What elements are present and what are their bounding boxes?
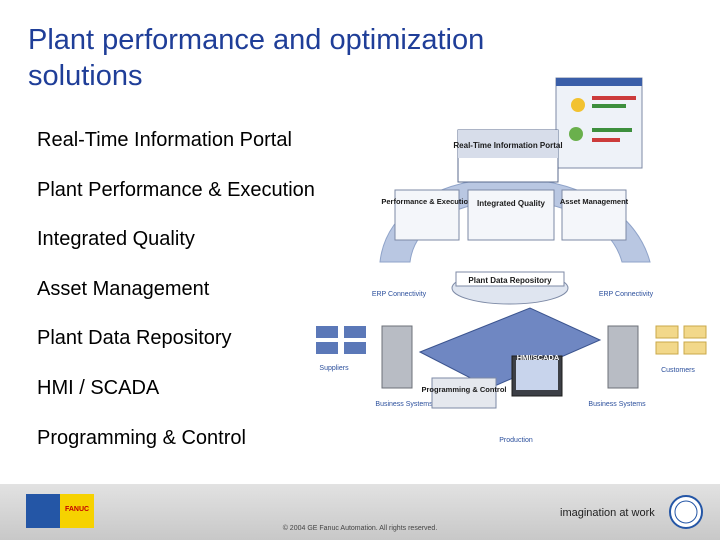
business-systems-label-left: Business Systems xyxy=(375,401,433,408)
copyright-text: © 2004 GE Fanuc Automation. All rights r… xyxy=(282,525,438,532)
tagline: imagination at work xyxy=(560,507,655,519)
hmi-label: HMI/SCADA xyxy=(517,353,560,362)
slide-title: Plant performance and optimization solut… xyxy=(28,24,485,92)
supplier-box xyxy=(316,342,338,354)
pie-thumbnail xyxy=(569,127,583,141)
bullet-item: Real-Time Information Portal xyxy=(37,129,292,151)
architecture-diagram: Real-Time Information Portal Performance… xyxy=(316,77,707,444)
customer-box xyxy=(655,325,679,339)
supplier-box xyxy=(316,326,338,338)
production-floor xyxy=(418,307,602,389)
fanuc-logo-text: FANUC xyxy=(64,506,90,513)
business-systems-label-right: Business Systems xyxy=(588,401,646,408)
bullet-item: Plant Performance & Execution xyxy=(37,178,315,201)
customers-label: Customers xyxy=(661,367,695,374)
suppliers-label: Suppliers xyxy=(319,365,349,372)
plc-unit xyxy=(431,377,497,409)
repository-label-bg xyxy=(455,271,565,287)
portal-screenshot-header xyxy=(556,78,642,86)
asset-label: Asset Management xyxy=(560,197,629,206)
production-label: Production xyxy=(499,437,533,444)
quality-box xyxy=(467,189,555,241)
ge-logo xyxy=(26,494,60,528)
hmi-screen-content xyxy=(516,360,558,390)
bullet-item: Integrated Quality xyxy=(37,228,195,251)
customer-box xyxy=(683,325,707,339)
ge-monogram-icon xyxy=(669,495,703,529)
server-rack-left xyxy=(381,325,413,389)
supplier-box xyxy=(344,342,366,354)
bullet-item: Plant Data Repository xyxy=(37,327,232,350)
bar-thumbnail xyxy=(592,128,632,132)
bar-thumbnail xyxy=(592,104,626,108)
performance-label: Performance & Execution xyxy=(381,197,473,206)
bullet-item: Asset Management xyxy=(37,277,210,300)
server-rack-right xyxy=(607,325,639,389)
repository-label: Plant Data Repository xyxy=(468,276,552,285)
erp-label-right: ERP Connectivity xyxy=(599,291,654,298)
fanuc-logo xyxy=(60,494,94,528)
footer-bar xyxy=(0,484,720,540)
pie-thumbnail xyxy=(571,98,585,112)
portal-screenshot xyxy=(555,77,643,169)
bar-thumbnail xyxy=(592,138,620,142)
performance-box xyxy=(394,189,460,241)
portal-label-bg xyxy=(458,130,558,158)
asset-box xyxy=(561,189,627,241)
bar-thumbnail xyxy=(592,96,636,100)
portal-label: Real-Time Information Portal xyxy=(453,141,562,150)
supplier-box xyxy=(344,326,366,338)
bullet-item: HMI / SCADA xyxy=(37,376,160,399)
programming-label: Programming & Control xyxy=(421,385,506,394)
quality-label: Integrated Quality xyxy=(477,199,546,208)
bullet-list: Real-Time Information Portal Plant Perfo… xyxy=(37,128,377,475)
erp-label-left: ERP Connectivity xyxy=(372,291,427,298)
bullet-item: Programming & Control xyxy=(37,426,246,449)
customer-box xyxy=(683,341,707,355)
customer-box xyxy=(655,341,679,355)
